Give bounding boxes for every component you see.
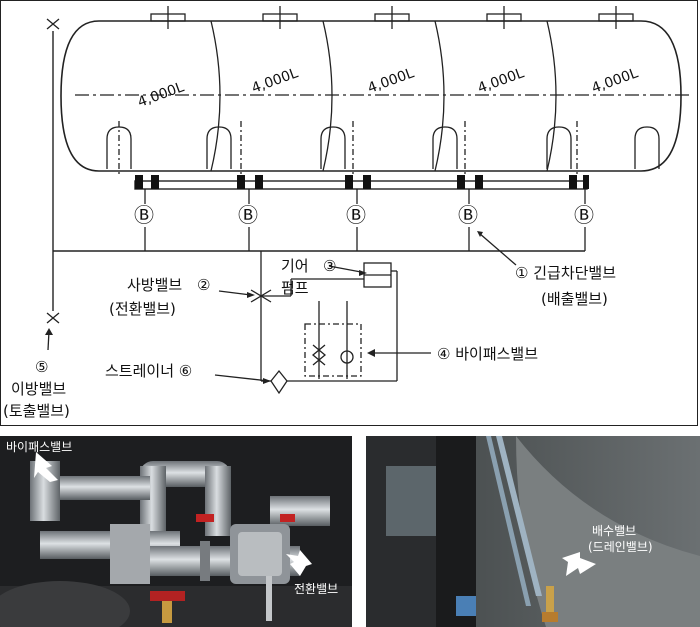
gear-pump-number: ③ [323,257,337,275]
tank-body [60,20,682,172]
emergency-valve-sublabel: (배출밸브) [541,290,608,308]
drain-arrow-icon [562,552,596,576]
piping-diagram: 4,000L 4,000L 4,000L 4,000L 4,000L Ⓑ Ⓑ Ⓑ… [0,0,698,426]
manhole-covers [150,6,634,29]
drain-valve-sublabel: (토출밸브) [3,402,70,420]
b-marker: Ⓑ [346,203,366,227]
leader-four-way [218,290,252,296]
compartment-divider [434,20,445,172]
photo-valve-assembly: 바이패스밸브 전환밸브 [0,436,352,627]
drain-valve-label: 이방밸브 [11,380,67,398]
four-way-valve-symbol [250,289,272,303]
four-way-valve-sublabel: (전환밸브) [109,300,176,318]
b-marker: Ⓑ [134,203,154,227]
sump-wells [106,126,660,169]
photo-drain-valve: 배수밸브 (드레인밸브) [366,436,700,627]
bypass-box [304,323,362,377]
four-way-valve-label: 사방밸브 [127,276,183,294]
top-vent-valve-symbol [46,18,60,30]
photo-bypass-valve-label: 바이패스밸브 [6,440,73,454]
leader-pump [328,265,362,273]
bypass-valve-label: ④ 바이패스밸브 [437,345,539,363]
b-marker: Ⓑ [574,203,594,227]
compartment-divider [546,20,557,172]
photo-drain-valve-label-line1: 배수밸브 [592,524,637,538]
emergency-valve-label: ① 긴급차단밸브 [515,264,617,282]
switch-arrow-icon [286,550,312,576]
leader-strainer [214,374,270,382]
collector-pipe [134,180,588,190]
gear-pump-label-line2: 펌프 [281,279,309,297]
sump-centerlines [118,121,578,176]
compartment-divider [322,20,333,172]
photo-switch-valve-label: 전환밸브 [294,582,339,596]
piping-diagram-drawing [45,6,691,395]
bypass-arrow-icon [34,452,58,482]
outlet-flanges [135,175,589,189]
bypass-valve-symbol [311,344,327,366]
photo-drain-valve-drawing [366,436,700,627]
gear-pump-label-line1: 기어 [281,257,309,275]
four-way-valve-number: ② [197,276,211,294]
photo-drain-valve-label-line2: (드레인밸브) [588,540,653,554]
leader-emergency [478,232,517,266]
photo-valve-assembly-drawing [0,436,352,627]
drain-valve-number: ⑤ [35,358,49,376]
strainer-label: 스트레이너 ⑥ [105,362,193,380]
bypass-gauge-symbol [340,350,354,364]
b-marker: Ⓑ [458,203,478,227]
b-marker: Ⓑ [238,203,258,227]
strainer-symbol [270,369,288,395]
compartment-divider [210,20,221,172]
arrowheads [45,231,483,384]
drain-valve-symbol [46,312,60,324]
